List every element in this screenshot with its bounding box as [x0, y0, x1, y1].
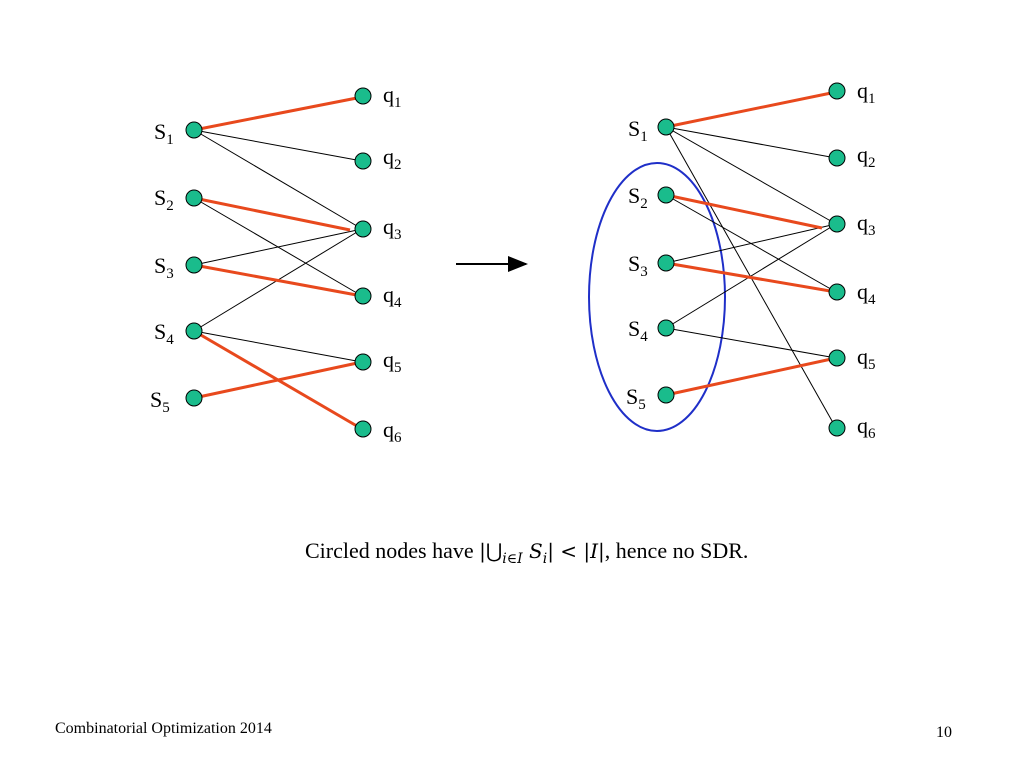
math-union-open: |⋃: [479, 539, 503, 563]
math-close: |: [598, 539, 605, 563]
right-set-labels: S1 S2 S3 S4 S5: [626, 116, 648, 413]
node-left-s2: [185, 189, 203, 207]
node-left-s4: [185, 322, 203, 340]
node-right-q2: [828, 149, 846, 167]
caption-math: |⋃i∈I Si| < |I|: [479, 539, 605, 567]
label-right-q4: q4: [857, 279, 876, 308]
footer-course-title: Combinatorial Optimization 2014: [55, 720, 272, 737]
label-right-s5: S5: [626, 384, 646, 413]
label-left-s3: S3: [154, 253, 174, 282]
node-left-s1: [185, 121, 203, 139]
node-left-s5: [185, 389, 203, 407]
edge-left-s1-q3: [193, 129, 363, 230]
label-right-q6: q6: [857, 413, 876, 442]
match-left-s1-q1: [193, 95, 363, 132]
match-right-s5-q5: [665, 356, 837, 397]
math-set-symbol: S: [529, 539, 543, 563]
edge-left-s1-q2: [193, 129, 363, 162]
node-right-s1: [657, 118, 675, 136]
label-left-q1: q1: [383, 82, 402, 111]
label-right-s1: S1: [628, 116, 648, 145]
right-graph: S1 S2 S3 S4 S5 q1 q2 q3 q4 q5 q6: [588, 78, 876, 442]
label-left-q6: q6: [383, 417, 402, 446]
node-right-s2: [657, 186, 675, 204]
label-right-q2: q2: [857, 142, 876, 171]
caption-prefix: Circled nodes have: [305, 538, 480, 563]
math-compare: | < |: [547, 539, 591, 563]
node-right-q4: [828, 283, 846, 301]
right-matching-edges: [665, 90, 837, 397]
match-left-s5-q5: [193, 360, 363, 400]
left-set-labels: S1 S2 S3 S4 S5: [150, 119, 174, 416]
left-element-nodes: [354, 87, 372, 438]
edge-right-s4-q5: [665, 327, 837, 359]
label-right-q1: q1: [857, 78, 876, 107]
edge-right-s1-q3: [665, 126, 837, 225]
node-left-q4: [354, 287, 372, 305]
match-right-s3-q4: [665, 261, 837, 294]
label-left-s2: S2: [154, 185, 174, 214]
node-left-s3: [185, 256, 203, 274]
match-right-s1-q1: [665, 90, 837, 129]
math-set-index: i: [542, 551, 548, 567]
node-left-q3: [354, 220, 372, 238]
page-number: 10: [936, 724, 952, 741]
label-left-s4: S4: [154, 319, 174, 348]
node-left-q6: [354, 420, 372, 438]
left-set-nodes: [185, 121, 203, 407]
label-right-s2: S2: [628, 183, 648, 212]
right-set-nodes: [657, 118, 675, 404]
node-left-q2: [354, 152, 372, 170]
math-union-index: i∈I: [502, 551, 523, 567]
node-left-q5: [354, 353, 372, 371]
label-right-q3: q3: [857, 210, 876, 239]
node-right-q3: [828, 215, 846, 233]
node-right-s5: [657, 386, 675, 404]
label-right-s3: S3: [628, 251, 648, 280]
match-left-s3-q4: [193, 263, 363, 298]
node-right-s3: [657, 254, 675, 272]
edge-right-s3-q3: [665, 223, 837, 264]
match-left-s2-q3: [193, 196, 351, 232]
node-right-q6: [828, 419, 846, 437]
right-element-labels: q1 q2 q3 q4 q5 q6: [857, 78, 876, 442]
right-element-nodes: [828, 82, 846, 437]
node-right-q1: [828, 82, 846, 100]
node-right-q5: [828, 349, 846, 367]
edge-left-s3-q3: [193, 228, 363, 266]
match-right-s2-q3: [665, 193, 823, 230]
label-right-s4: S4: [628, 316, 648, 345]
edge-right-s1-q2: [665, 126, 837, 159]
left-element-labels: q1 q2 q3 q4 q5 q6: [383, 82, 402, 446]
label-right-q5: q5: [857, 344, 876, 373]
deficient-set-circle: [588, 162, 726, 432]
left-matching-edges: [193, 95, 363, 431]
label-left-q3: q3: [383, 214, 402, 243]
edge-left-s4-q5: [193, 330, 363, 363]
node-right-s4: [657, 319, 675, 337]
slide-caption: Circled nodes have |⋃i∈I Si| < |I|, henc…: [305, 536, 905, 574]
left-graph: S1 S2 S3 S4 S5 q1 q2 q3 q4 q5 q6: [150, 82, 402, 446]
left-thin-edges: [193, 129, 363, 363]
node-left-q1: [354, 87, 372, 105]
caption-suffix: , hence no SDR.: [604, 538, 749, 563]
label-left-q5: q5: [383, 347, 402, 376]
label-left-q2: q2: [383, 144, 402, 173]
label-left-s1: S1: [154, 119, 174, 148]
label-left-s5: S5: [150, 387, 170, 416]
label-left-q4: q4: [383, 282, 402, 311]
math-index-set: I: [590, 539, 599, 563]
